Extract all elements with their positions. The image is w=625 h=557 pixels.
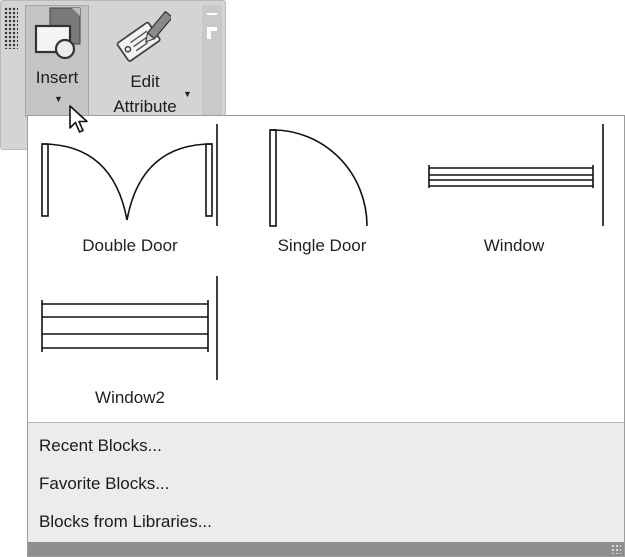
panel-options-icon[interactable]	[202, 5, 222, 45]
block-gallery: Double Door Single Door	[28, 116, 624, 422]
block-label: Single Door	[277, 236, 367, 255]
block-gallery-dropdown: Double Door Single Door	[27, 115, 625, 557]
menu-item-blocks-from-libraries[interactable]: Blocks from Libraries...	[39, 512, 212, 531]
double-door-icon	[41, 124, 218, 226]
block-label: Window	[483, 236, 545, 255]
window-icon	[428, 124, 604, 226]
edit-attribute-label: Edit Attribute	[113, 72, 177, 116]
insert-label: Insert	[35, 68, 79, 87]
ribbon-panel: Insert ▼ Edit Attribute ▼	[0, 0, 226, 150]
gallery-item-single-door[interactable]: Single Door	[225, 120, 419, 270]
block-label: Window2	[95, 388, 165, 407]
gallery-item-double-door[interactable]: Double Door	[33, 120, 227, 270]
window2-icon	[41, 276, 218, 380]
menu-item-favorite-blocks[interactable]: Favorite Blocks...	[39, 474, 170, 493]
ribbon-side-strip	[202, 5, 222, 115]
single-door-icon	[269, 129, 368, 227]
dropdown-statusbar	[28, 542, 624, 556]
resize-grip-icon[interactable]	[611, 544, 621, 554]
insert-dropdown-arrow-icon[interactable]: ▼	[54, 94, 63, 104]
insert-block-icon	[34, 7, 81, 60]
gallery-item-window2[interactable]: Window2	[33, 272, 227, 422]
edit-attribute-dropdown-arrow-icon[interactable]: ▼	[183, 89, 192, 99]
gallery-item-window[interactable]: Window	[417, 120, 611, 270]
panel-grip[interactable]	[4, 7, 18, 49]
insert-button[interactable]: Insert ▼	[25, 5, 89, 117]
block-label: Double Door	[82, 236, 178, 255]
mouse-cursor-icon	[69, 105, 88, 133]
block-menu: Recent Blocks... Favorite Blocks... Bloc…	[28, 422, 624, 543]
edit-attribute-icon	[116, 11, 171, 62]
edit-attribute-button[interactable]: Edit Attribute ▼	[101, 5, 197, 117]
menu-item-recent-blocks[interactable]: Recent Blocks...	[39, 436, 162, 455]
